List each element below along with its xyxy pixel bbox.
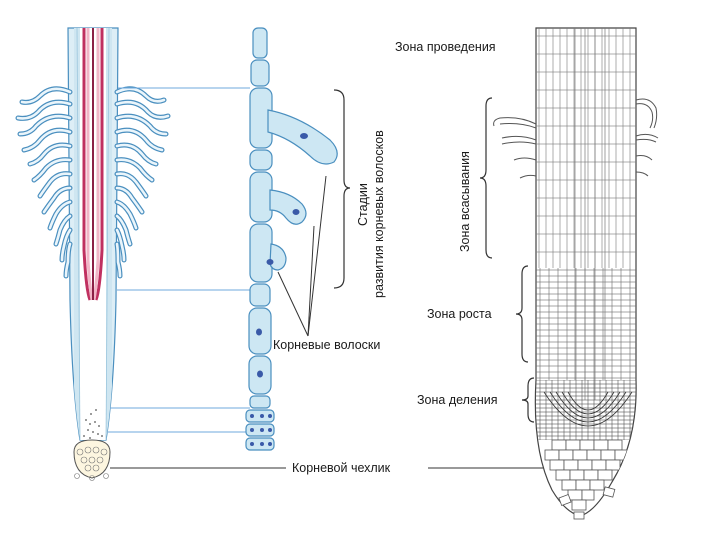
zone-braces: [480, 98, 534, 422]
guide-lines: [108, 88, 250, 432]
label-root-cap: Корневой чехлик: [292, 461, 390, 475]
right-root-tissue: [494, 28, 658, 519]
label-stages-line2: развития корневых волосков: [372, 130, 386, 298]
label-division-zone: Зона деления: [417, 393, 498, 407]
label-stages-line1: Стадии: [356, 183, 370, 226]
stages-bracket: [334, 90, 350, 288]
label-conduction-zone: Зона проведения: [395, 40, 496, 54]
label-absorption-zone: Зона всасывания: [458, 151, 472, 252]
label-growth-zone: Зона роста: [427, 307, 492, 321]
epidermis-cell-strip: [246, 28, 274, 450]
label-root-hairs: Корневые волоски: [273, 338, 380, 352]
left-root-section: [18, 28, 168, 481]
